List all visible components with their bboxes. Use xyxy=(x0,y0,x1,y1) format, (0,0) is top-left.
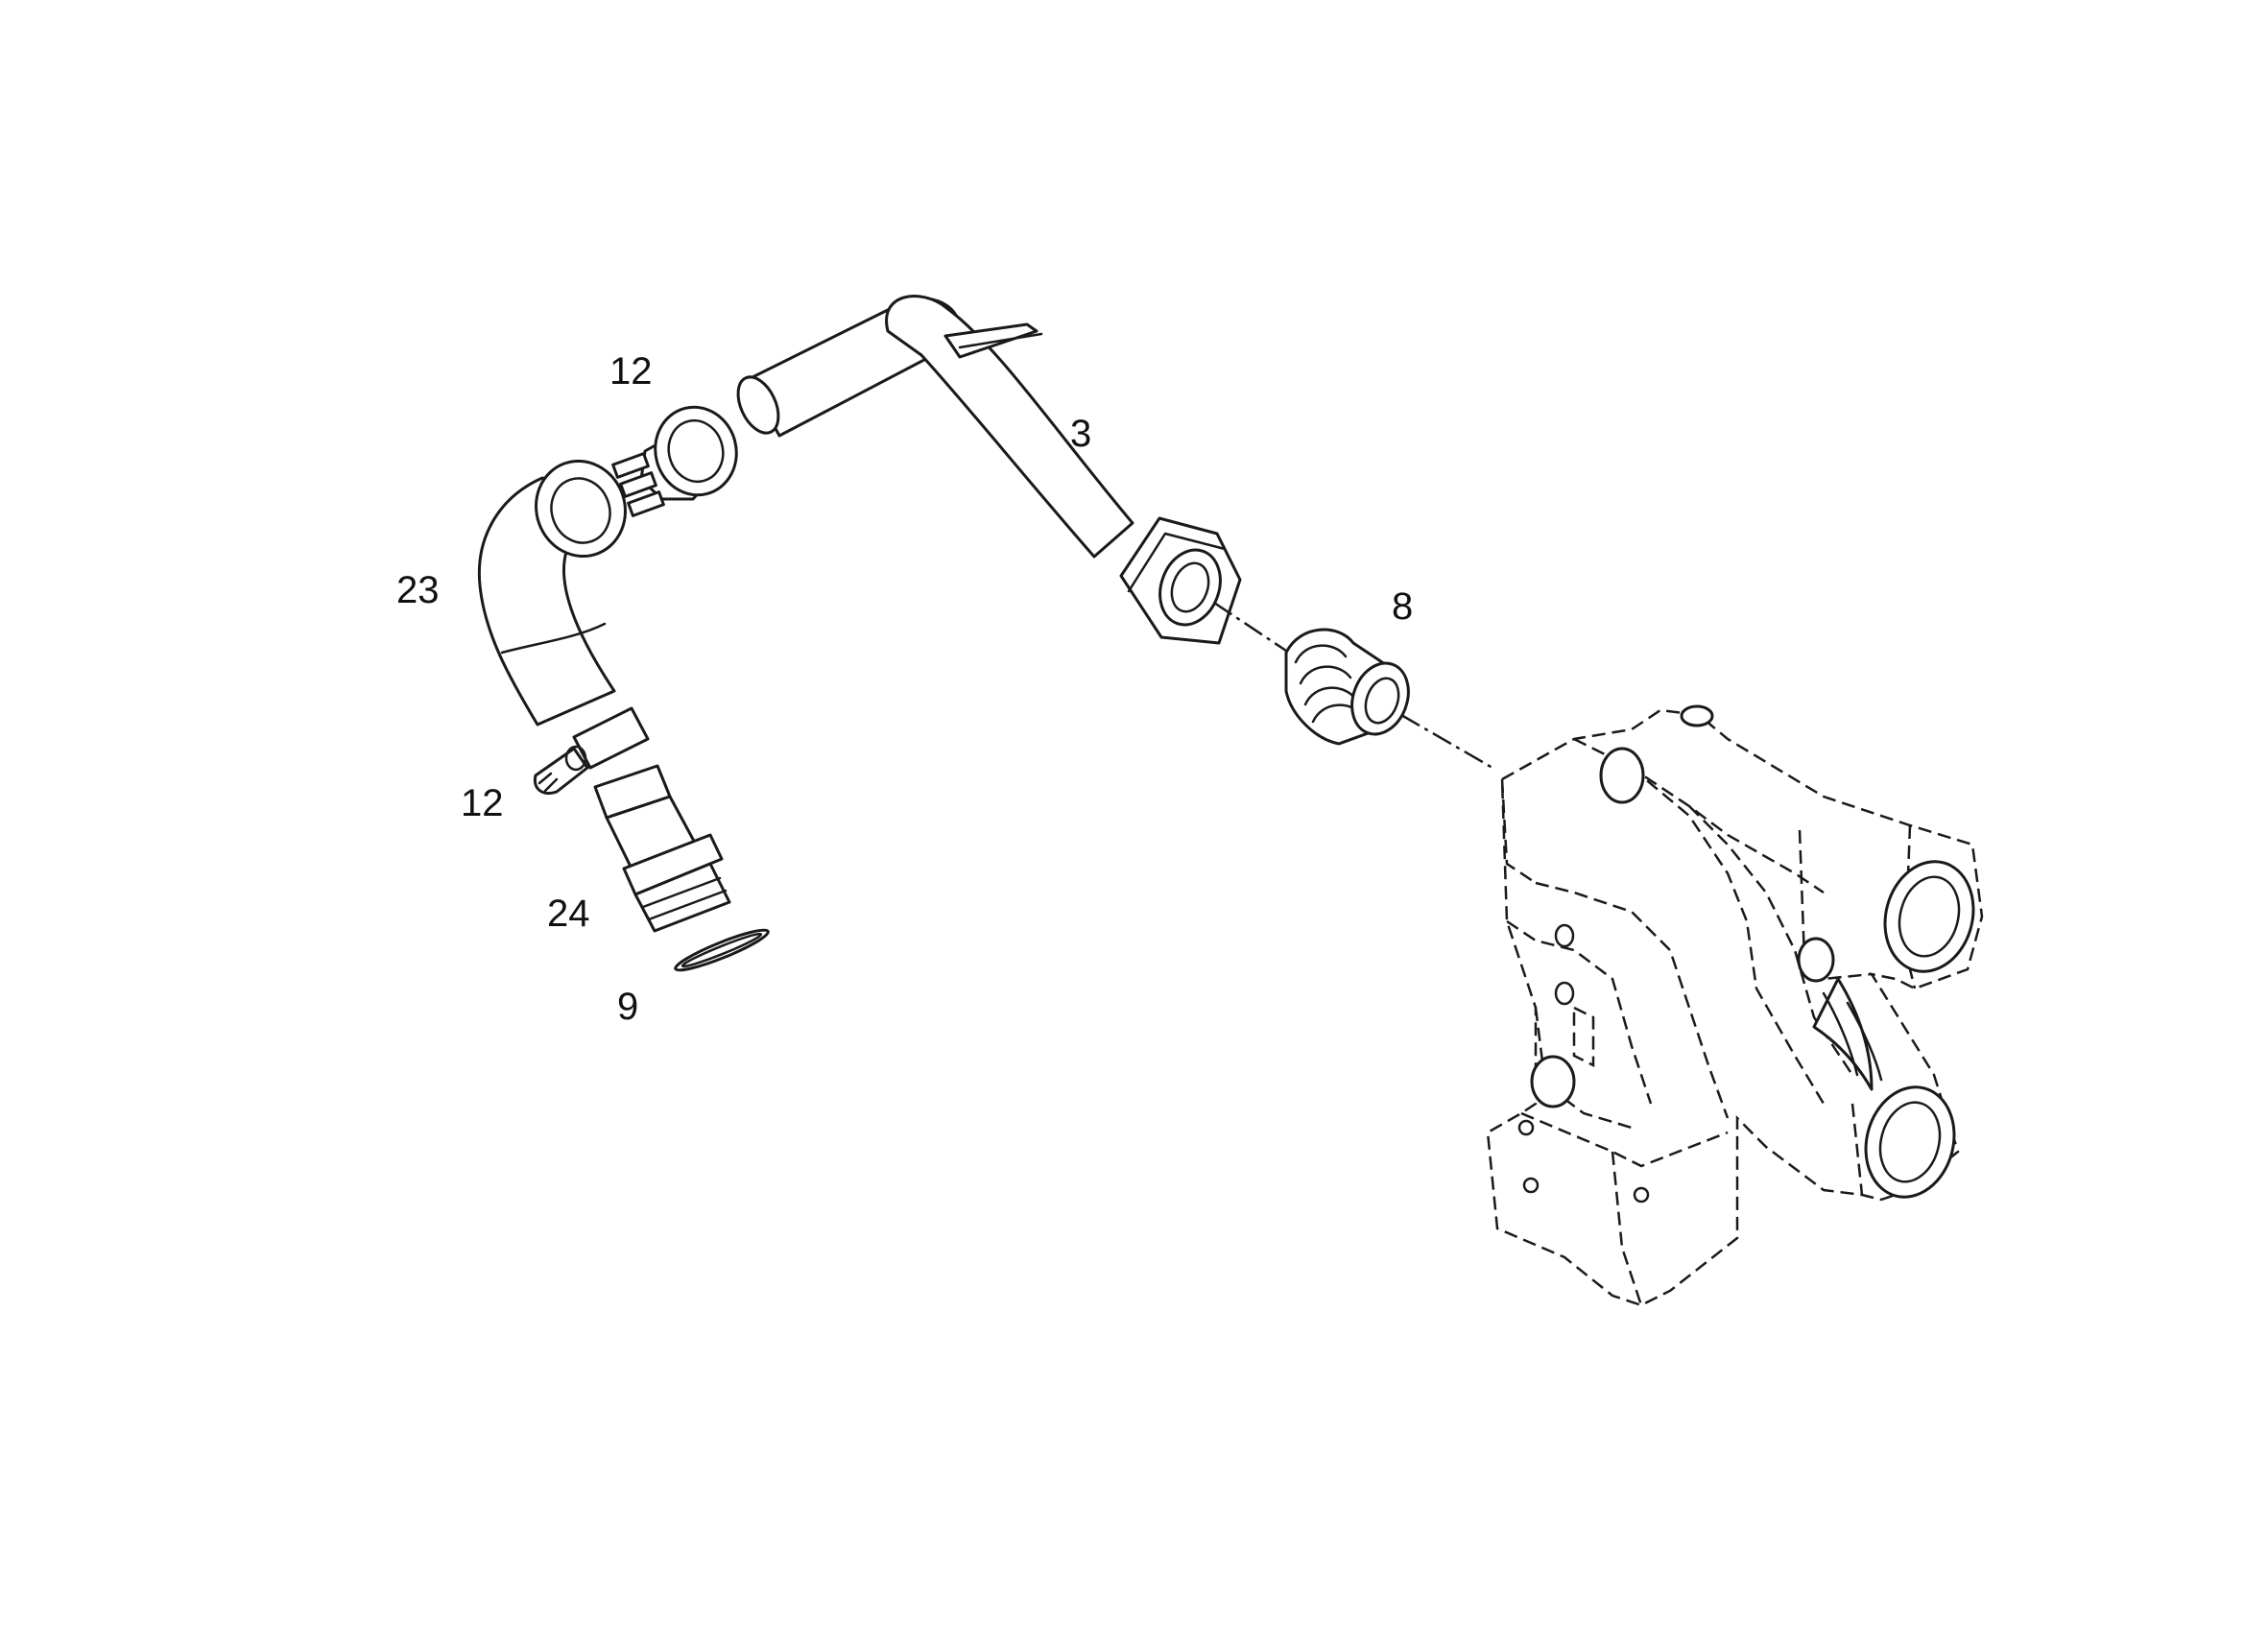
elbow-hose-part-23 xyxy=(477,459,627,727)
callout-12-bottom: 12 xyxy=(461,782,504,824)
callout-3: 3 xyxy=(1070,413,1091,455)
callout-8: 8 xyxy=(1392,585,1413,628)
hose-clamp-part-12-bottom xyxy=(533,706,650,795)
o-ring-part-9 xyxy=(674,928,770,972)
callout-9: 9 xyxy=(617,986,638,1028)
callout-12-top: 12 xyxy=(609,350,653,393)
callout-24: 24 xyxy=(547,893,590,935)
pipe-part-3 xyxy=(736,295,1242,645)
callout-labels: 12 3 23 8 12 24 9 xyxy=(396,350,1413,1028)
mounting-housing xyxy=(1486,704,1984,1307)
hose-adapter-part-24 xyxy=(593,764,731,933)
threaded-connector-part-8 xyxy=(1284,628,1410,746)
callout-23: 23 xyxy=(396,569,440,611)
hose-clamp-part-12-top xyxy=(611,405,738,517)
assembly-axis-lines xyxy=(1213,601,1493,770)
